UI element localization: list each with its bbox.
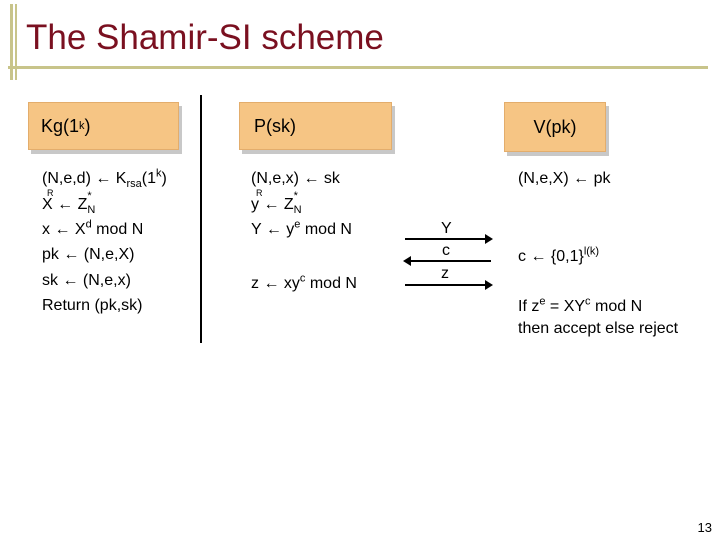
kg-line-3: x ← Xd mod N: [42, 218, 144, 239]
v-line-4: then accept else reject: [518, 320, 679, 337]
p-line-4: z ← xyc mod N: [251, 272, 357, 293]
v-line-2: c ← {0,1}l(k): [518, 245, 600, 266]
kg-line-2-supsub: *N: [87, 190, 96, 216]
title-accent-bar-thin: [15, 4, 17, 80]
kg-line-2-sub: N: [87, 204, 96, 216]
p-line-2-supsub: *N: [293, 190, 302, 216]
title-accent-bar: [10, 4, 13, 80]
slide-title: The Shamir-SI scheme: [26, 18, 384, 57]
kg-line-2-r: R: [47, 188, 54, 199]
v-line-2-text: c ← {0,1}: [518, 248, 584, 265]
title-underline: [8, 66, 708, 69]
kg-line-3-text: x ← X: [42, 221, 86, 238]
arrow-right-z: [405, 280, 493, 290]
p-line-4-text-b: mod N: [305, 275, 357, 292]
prover-header-box: P(sk): [239, 102, 392, 150]
p-line-1: (N,e,x) ← sk: [251, 170, 340, 187]
page-number: 13: [697, 520, 712, 535]
kg-line-2-text: X ←: [42, 196, 74, 214]
arrow-right-y: [405, 234, 493, 244]
p-line-3: Y ← ye mod N: [251, 218, 352, 239]
v-line-3-sup-c: c: [585, 295, 591, 308]
kg-line-4: pk ← (N,e,X): [42, 246, 135, 263]
kg-line-1-text: (N,e,d) ← K: [42, 170, 127, 187]
p-line-2-text: y ←: [251, 196, 280, 214]
keygen-header-label: Kg(1: [41, 115, 80, 136]
kg-line-3-text-b: mod N: [91, 221, 144, 238]
v-line-3-sup-e: e: [539, 295, 546, 308]
verifier-header-label: V(pk): [533, 116, 577, 137]
p-line-3-text: Y ← y: [251, 221, 295, 238]
p-random-arrow: y ←R: [251, 188, 280, 214]
v-line-3-text-b: = XY: [545, 298, 586, 315]
kg-line-1-text-c: ): [161, 170, 167, 187]
p-line-3-text-b: mod N: [300, 221, 352, 238]
kg-random-arrow: X ←R: [42, 188, 74, 214]
arrow-left-c: [403, 256, 491, 266]
kg-line-1: (N,e,d) ← Krsa(1k): [42, 167, 167, 191]
v-line-1: (N,e,X) ← pk: [518, 170, 611, 187]
message-c: c: [442, 242, 450, 259]
v-line-3: If ze = XYc mod N: [518, 295, 643, 316]
message-y: Y: [441, 220, 452, 237]
p-line-2-sub: N: [293, 204, 302, 216]
p-line-2-sup: *: [293, 190, 298, 202]
kg-line-6: Return (pk,sk): [42, 297, 143, 314]
kg-line-2-z: Z: [73, 196, 88, 214]
v-line-3-text-c: mod N: [590, 298, 643, 315]
kg-line-1-sub: rsa: [126, 178, 142, 191]
kg-line-1-sup: k: [155, 167, 162, 180]
column-divider: [200, 95, 202, 343]
p-line-2: y ←R Z*N: [251, 188, 302, 216]
v-line-2-sup: l(k): [583, 245, 600, 258]
v-line-3-text: If z: [518, 298, 540, 315]
kg-line-1-text-b: (1: [141, 170, 156, 187]
kg-line-2: X ←R Z*N: [42, 188, 96, 216]
message-z: z: [441, 265, 449, 282]
p-line-4-sup: c: [299, 272, 306, 285]
kg-line-2-sup: *: [87, 190, 92, 202]
p-line-2-z: Z: [279, 196, 294, 214]
verifier-header-box: V(pk): [504, 102, 606, 152]
keygen-header-end: ): [84, 115, 91, 136]
kg-line-3-sup: d: [85, 218, 92, 231]
p-line-4-text: z ← xy: [251, 275, 300, 292]
prover-header-label: P(sk): [254, 115, 296, 136]
kg-line-5: sk ← (N,e,x): [42, 272, 131, 289]
p-line-3-sup: e: [294, 218, 301, 231]
p-line-2-r: R: [256, 188, 263, 199]
